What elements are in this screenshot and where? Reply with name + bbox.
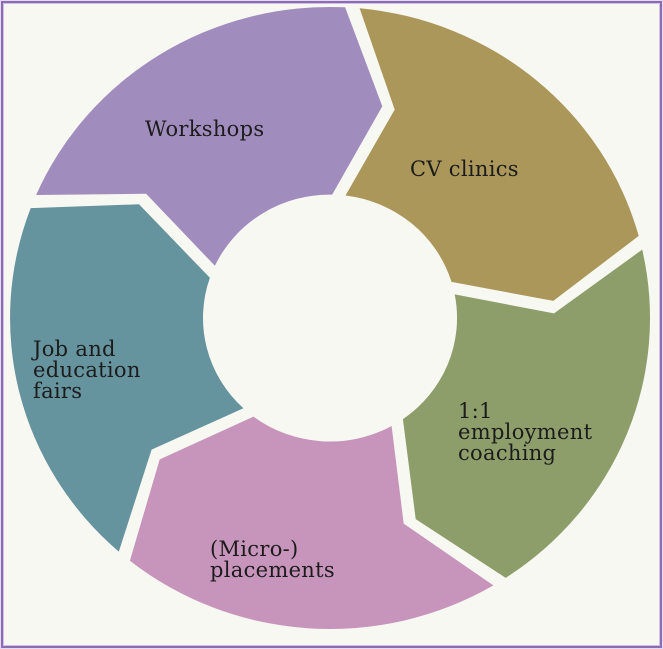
segment-job-education-fairs-label: Job and education fairs [31, 337, 148, 403]
segment-cv-clinics-shape [345, 8, 639, 301]
segment-micro-placements-label: (Micro-) placements [210, 537, 335, 582]
segment-cv-clinics-label: CV clinics [410, 157, 519, 181]
segment-employment-coaching-label: 1:1 employment coaching [458, 399, 599, 465]
segment-employment-coaching-shape [402, 249, 651, 578]
segment-micro-placements-shape [129, 416, 494, 630]
segment-workshops-shape [36, 6, 383, 266]
segment-job-education-fairs-shape [10, 204, 244, 552]
segment-job-education-fairs: Job and education fairs [10, 204, 244, 552]
segment-cv-clinics: CV clinics [345, 8, 639, 301]
segment-employment-coaching: 1:1 employment coaching [402, 249, 651, 578]
segment-micro-placements: (Micro-) placements [129, 416, 494, 630]
segment-workshops-label: Workshops [145, 117, 264, 141]
segment-workshops: Workshops [36, 6, 383, 266]
